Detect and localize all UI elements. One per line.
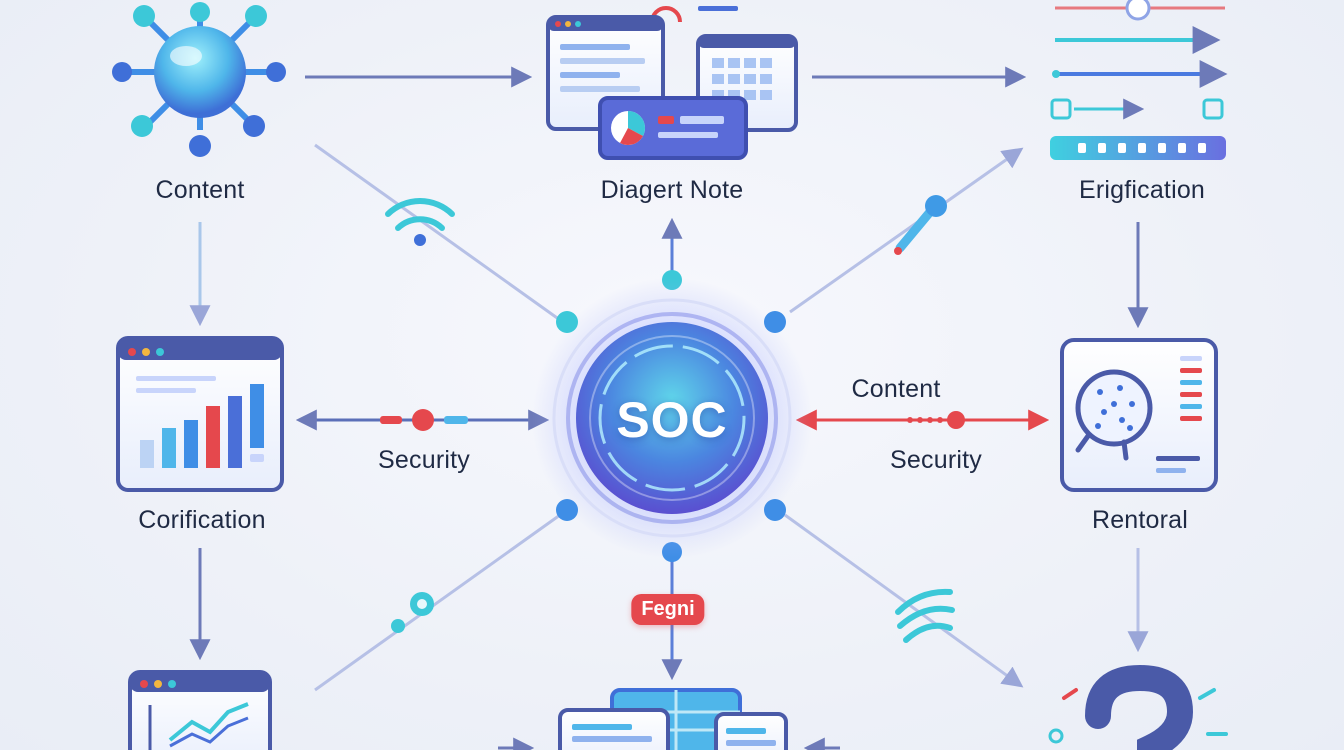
- question-mark-icon: [1048, 664, 1228, 750]
- slider-arrows-icon: [1050, 0, 1228, 160]
- soc-title: SOC: [616, 392, 728, 448]
- dashboard-windows-icon: [546, 6, 798, 160]
- wifi-icon: [385, 198, 455, 246]
- connector-bead-left: [380, 409, 468, 431]
- key-node-icon: [391, 592, 434, 633]
- bar-chart-window-icon: [116, 336, 284, 492]
- node-dot: [764, 499, 786, 521]
- line-chart-window-icon: [128, 670, 272, 750]
- node-dot: [556, 311, 578, 333]
- label-rentoral: Rentoral: [1091, 506, 1189, 534]
- label-content-right: Content: [851, 375, 941, 403]
- database-windows-icon: [558, 688, 788, 750]
- label-erigfication: Erigfication: [1078, 176, 1206, 204]
- signal-icon: [895, 588, 955, 643]
- node-dot: [556, 499, 578, 521]
- fegni-badge: Fegni: [631, 594, 705, 625]
- connector-bead-right: [907, 411, 965, 429]
- label-security-right: Security: [890, 446, 982, 474]
- network-hub-icon: [112, 2, 286, 157]
- label-diagert-note: Diagert Note: [600, 176, 744, 204]
- pen-icon: [894, 195, 947, 255]
- label-corification: Corification: [138, 506, 266, 534]
- soc-hub[interactable]: [532, 278, 812, 558]
- node-dot: [764, 311, 786, 333]
- radar-window-icon: [1060, 338, 1218, 492]
- diagonal-connectors: [314, 143, 1024, 692]
- label-security-left: Security: [378, 446, 470, 474]
- label-content-top: Content: [155, 176, 245, 204]
